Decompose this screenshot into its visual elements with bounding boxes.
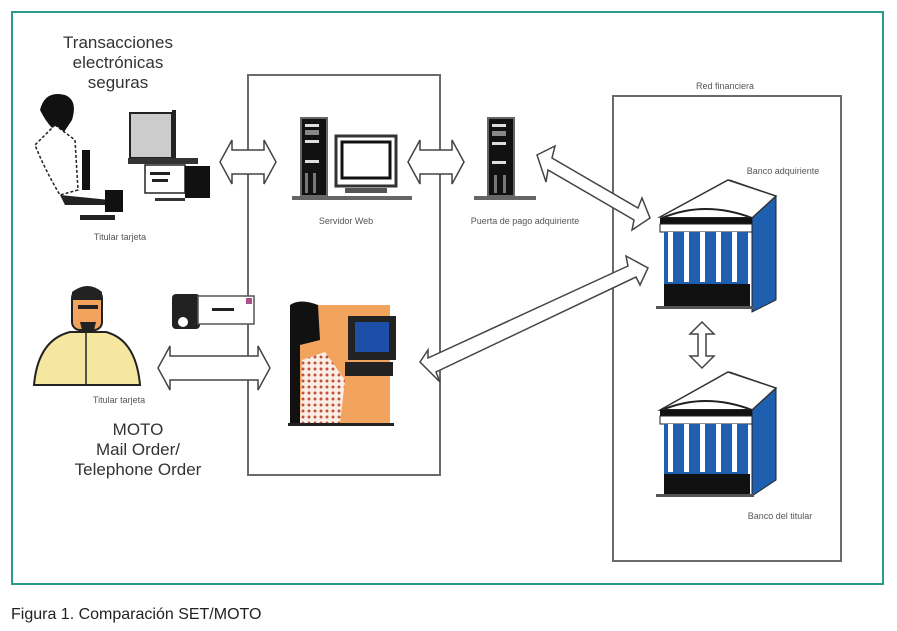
arrow-cardholder-webserver	[219, 139, 277, 185]
figure-caption: Figura 1. Comparación SET/MOTO	[11, 606, 262, 623]
set-title: Transacciones electrónicas seguras	[48, 33, 188, 93]
arrow-webserver-gateway	[407, 139, 465, 185]
merchant-box	[247, 74, 441, 476]
figure-frame	[11, 11, 884, 585]
set-title-line: Transacciones	[63, 33, 173, 52]
moto-title-line: Mail Order/	[95, 440, 181, 459]
issuer-bank-icon	[656, 371, 778, 497]
mail-phone-icon	[172, 294, 255, 329]
issuer-bank-label: Banco del titular	[747, 511, 813, 521]
financial-network-box	[612, 95, 842, 562]
arrow-banks	[688, 320, 716, 370]
web-server-label: Servidor Web	[318, 216, 374, 226]
set-title-line: seguras	[87, 73, 149, 92]
operator-icon	[288, 301, 396, 426]
arrow-moto-merchant	[157, 345, 271, 391]
top-cardholder-label: Titular tarjeta	[93, 232, 147, 242]
payment-gateway-server-icon	[474, 117, 536, 200]
arrow-gateway-acquirer	[536, 144, 651, 232]
acquirer-bank-icon	[656, 179, 778, 313]
moto-title-line: MOTO	[112, 420, 164, 439]
acquirer-bank-label: Banco adquiriente	[746, 166, 820, 176]
arrow-merchant-acquirer	[419, 254, 649, 383]
moto-cardholder-icon	[32, 286, 142, 386]
moto-title-line: Telephone Order	[74, 460, 202, 479]
set-title-line: electrónicas	[72, 53, 164, 72]
gateway-label: Puerta de pago adquiriente	[470, 216, 580, 226]
financial-network-title: Red financiera	[695, 81, 755, 91]
bottom-cardholder-label: Titular tarjeta	[92, 395, 146, 405]
cardholder-computer-icon	[34, 94, 210, 220]
web-server-icon	[292, 117, 412, 200]
moto-title: MOTO Mail Order/ Telephone Order	[48, 420, 228, 480]
